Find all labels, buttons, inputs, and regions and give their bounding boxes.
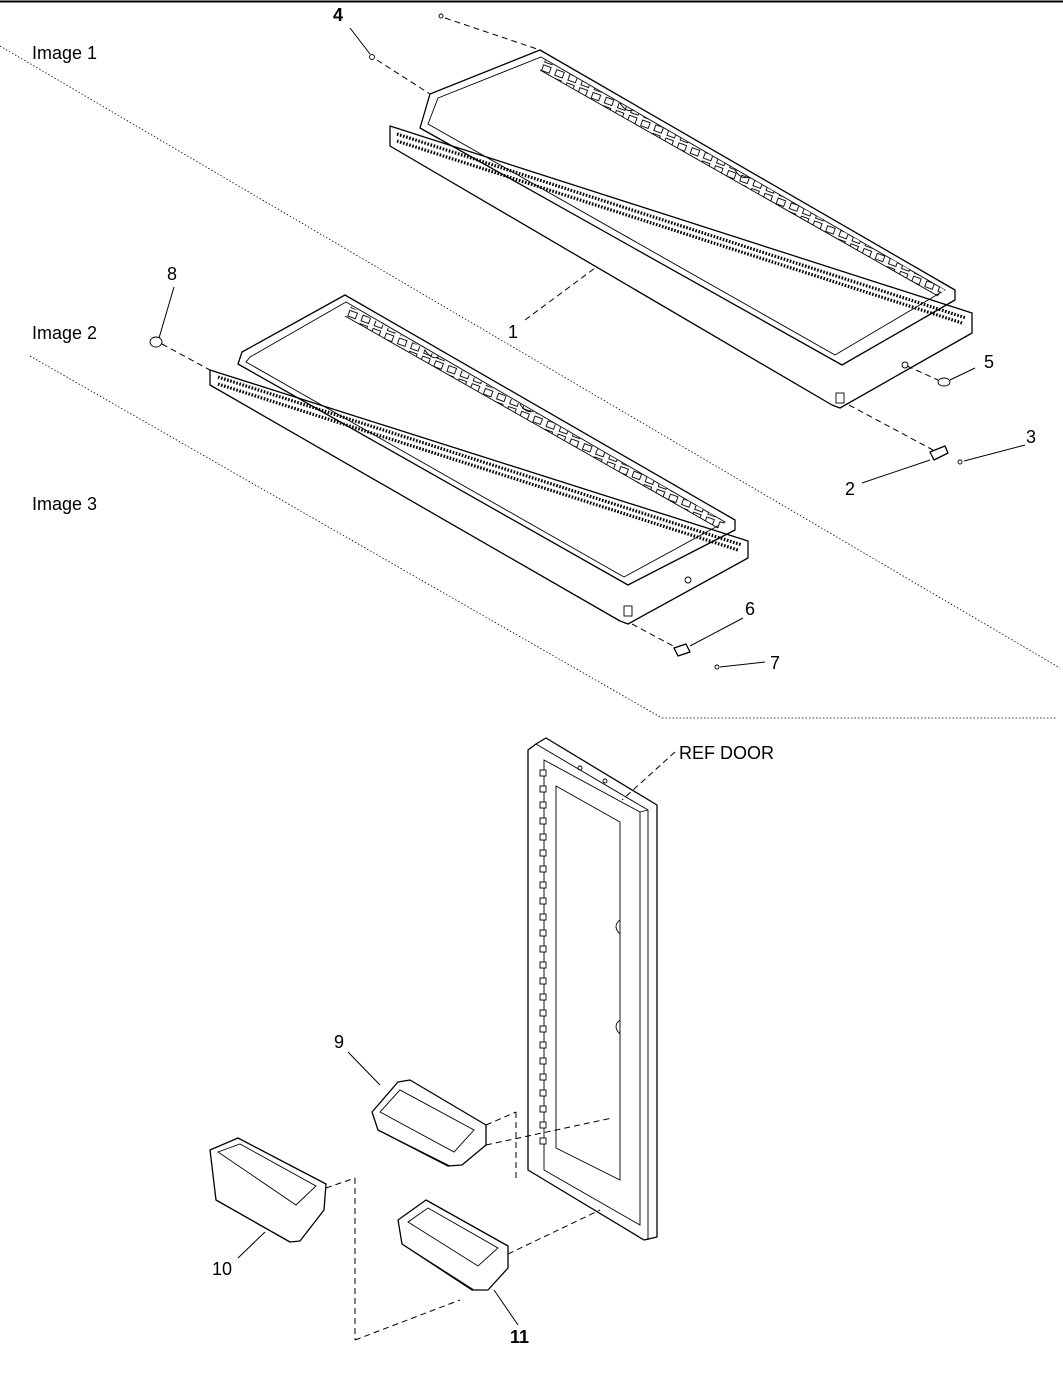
separator-line-2 bbox=[29, 355, 663, 719]
view-label-image-3: Image 3 bbox=[32, 494, 97, 514]
hardware-bracket-6 bbox=[673, 643, 691, 657]
assembly-line bbox=[631, 623, 676, 648]
leader-line bbox=[949, 367, 976, 381]
ref-door bbox=[527, 737, 658, 1241]
door-bin-9 bbox=[371, 1079, 487, 1167]
leader-line bbox=[963, 444, 1026, 462]
assembly-line bbox=[906, 365, 939, 381]
assembly-line bbox=[376, 59, 431, 95]
assembly-line bbox=[848, 404, 934, 451]
leader-line bbox=[237, 1231, 266, 1259]
leader-line bbox=[524, 267, 596, 321]
callout-6: 6 bbox=[745, 599, 755, 619]
callout-7: 7 bbox=[770, 653, 780, 673]
callout-2: 2 bbox=[845, 479, 855, 499]
leader-line bbox=[861, 459, 931, 484]
leader-line bbox=[347, 1051, 381, 1086]
assembly-line bbox=[485, 1117, 613, 1146]
callout-3: 3 bbox=[1026, 427, 1036, 447]
hardware-screw-4 bbox=[369, 13, 444, 60]
assembly-line bbox=[325, 1177, 356, 1189]
leader-line bbox=[689, 617, 744, 647]
hardware-cap-8 bbox=[149, 336, 163, 348]
door-bin-10 bbox=[209, 1137, 327, 1243]
callout-10: 10 bbox=[212, 1259, 232, 1279]
assembly-line bbox=[444, 17, 541, 51]
leader-line bbox=[349, 27, 371, 55]
leader-line bbox=[719, 661, 766, 668]
hardware-screw-3 bbox=[957, 459, 963, 465]
callout-11: 11 bbox=[510, 1327, 529, 1347]
callout-4: 4 bbox=[333, 5, 343, 25]
hardware-screw-7 bbox=[714, 664, 720, 670]
callout-5: 5 bbox=[984, 352, 994, 372]
leader-line bbox=[158, 286, 175, 339]
assembly-line bbox=[485, 1111, 517, 1126]
view-label-image-1: Image 1 bbox=[32, 43, 97, 63]
shelf-assembly-1 bbox=[389, 49, 973, 409]
view-label-image-2: Image 2 bbox=[32, 323, 97, 343]
leader-line bbox=[621, 751, 676, 801]
callout-1: 1 bbox=[508, 322, 518, 342]
ref-door-label: REF DOOR bbox=[679, 743, 774, 763]
separator-line-1 bbox=[0, 45, 1061, 669]
assembly-line bbox=[354, 1299, 461, 1341]
hardware-bracket-2 bbox=[929, 445, 949, 461]
door-bin-11 bbox=[397, 1199, 509, 1291]
shelf-assembly-2 bbox=[209, 294, 749, 625]
callout-8: 8 bbox=[167, 264, 177, 284]
assembly-line bbox=[507, 1209, 601, 1255]
hardware-cap-5 bbox=[937, 377, 951, 387]
assembly-line bbox=[161, 343, 211, 371]
leader-line bbox=[493, 1289, 519, 1326]
callout-9: 9 bbox=[334, 1032, 344, 1052]
door-slot-column bbox=[539, 769, 547, 1145]
